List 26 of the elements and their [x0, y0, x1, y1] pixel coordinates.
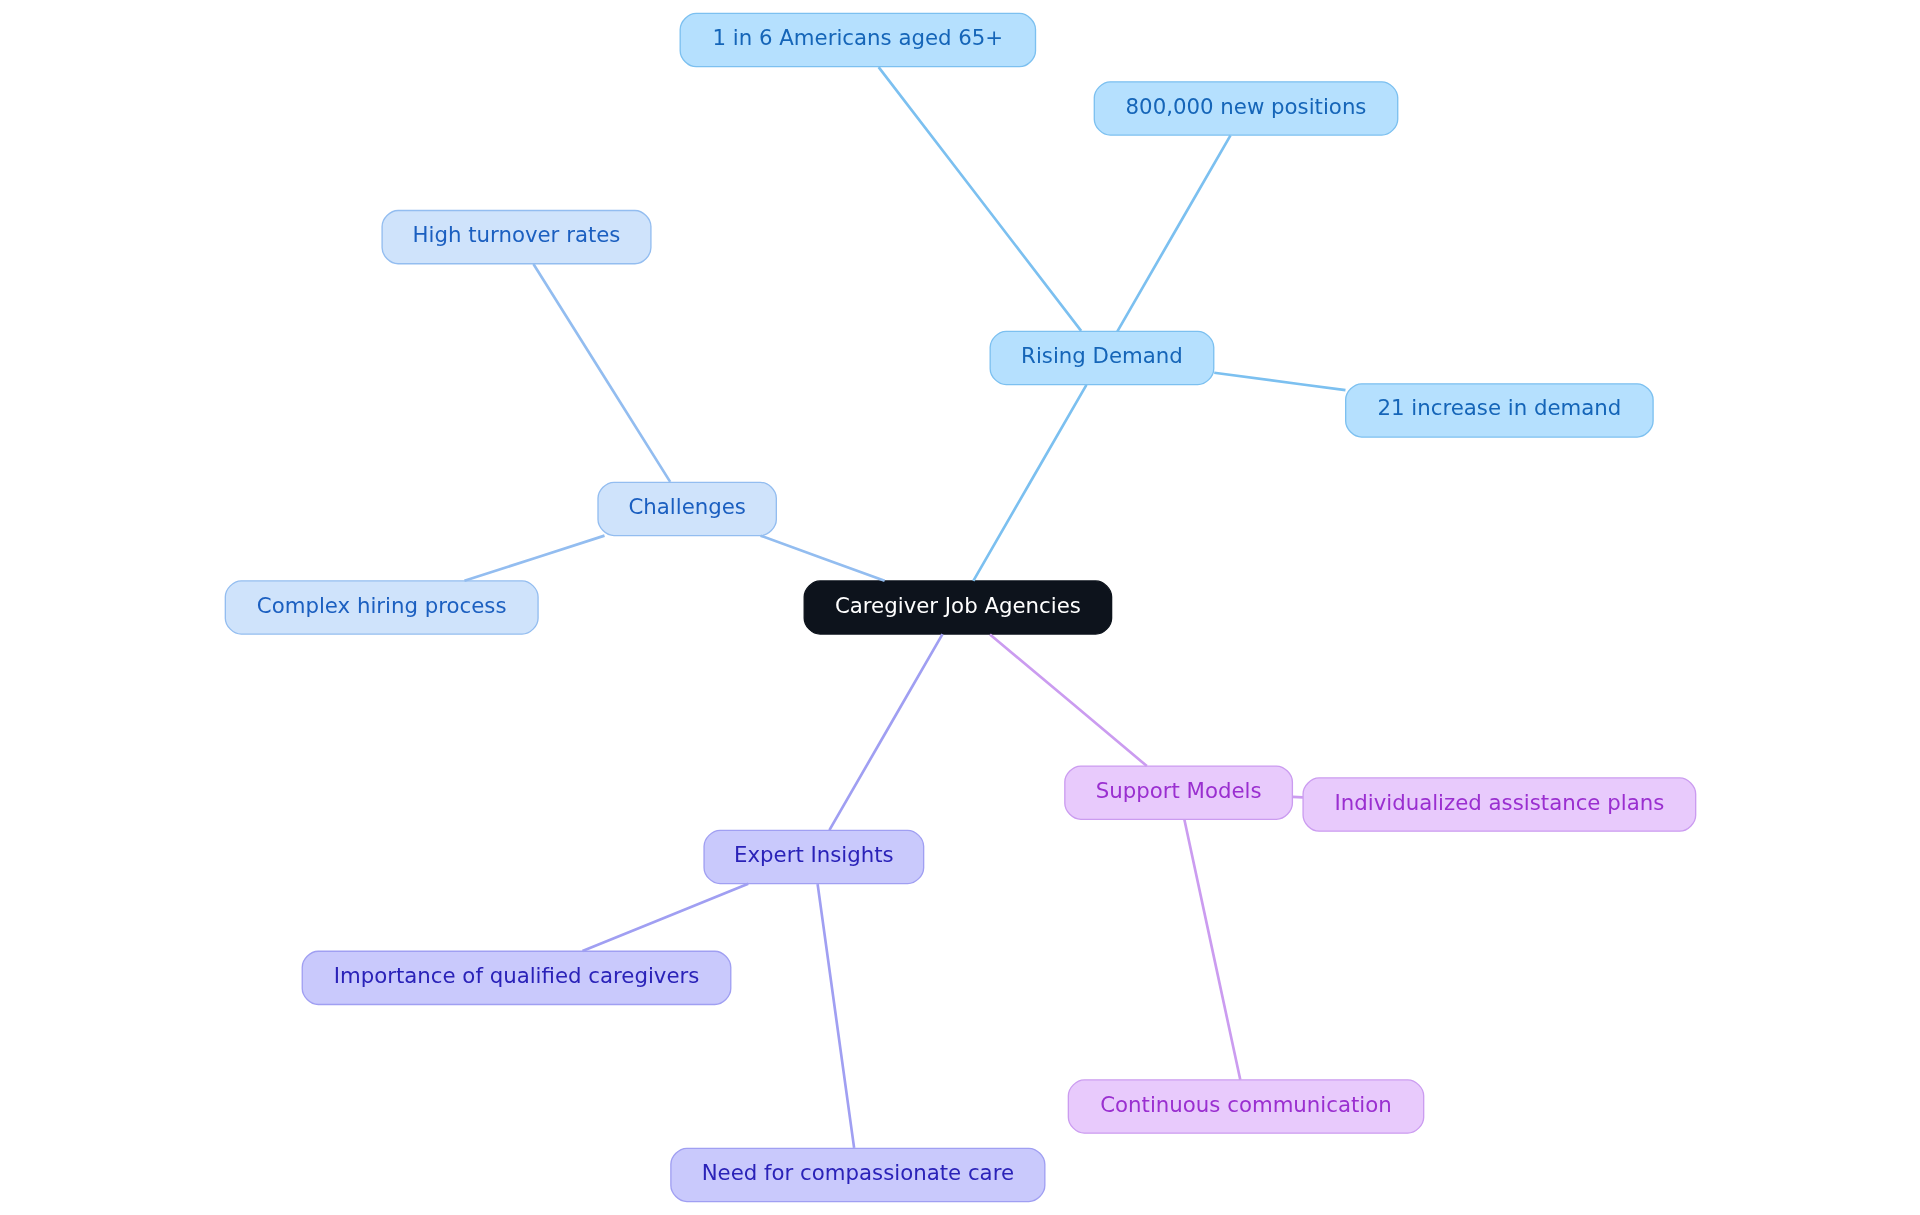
node-box: Support Models	[1063, 765, 1293, 820]
connector	[971, 384, 1088, 582]
node-box: Complex hiring process	[224, 580, 539, 635]
connector	[759, 534, 885, 583]
connector	[1115, 134, 1232, 332]
connector	[827, 633, 944, 831]
node-box: Expert Insights	[702, 829, 924, 885]
node-box: 21 increase in demand	[1344, 383, 1654, 438]
node-box: 800,000 new positions	[1093, 81, 1398, 136]
connector	[1182, 819, 1242, 1081]
node-box: Challenges	[596, 481, 777, 537]
node-box: Individualized assistance plans	[1301, 777, 1696, 832]
connector	[815, 883, 855, 1149]
node-box: Importance of qualified caregivers	[301, 950, 731, 1006]
node-box: High turnover rates	[380, 209, 652, 265]
connector	[877, 66, 1082, 332]
node-box: Need for compassionate care	[669, 1147, 1045, 1203]
connector	[463, 534, 605, 583]
connector	[988, 633, 1148, 768]
connector	[531, 263, 671, 483]
node-box: 1 in 6 Americans aged 65+	[679, 12, 1036, 68]
connector	[1213, 371, 1346, 392]
node-box: Continuous communication	[1067, 1079, 1424, 1134]
node-box: Caregiver Job Agencies	[803, 580, 1112, 635]
connector	[581, 882, 749, 953]
node-box: Rising Demand	[989, 330, 1214, 386]
